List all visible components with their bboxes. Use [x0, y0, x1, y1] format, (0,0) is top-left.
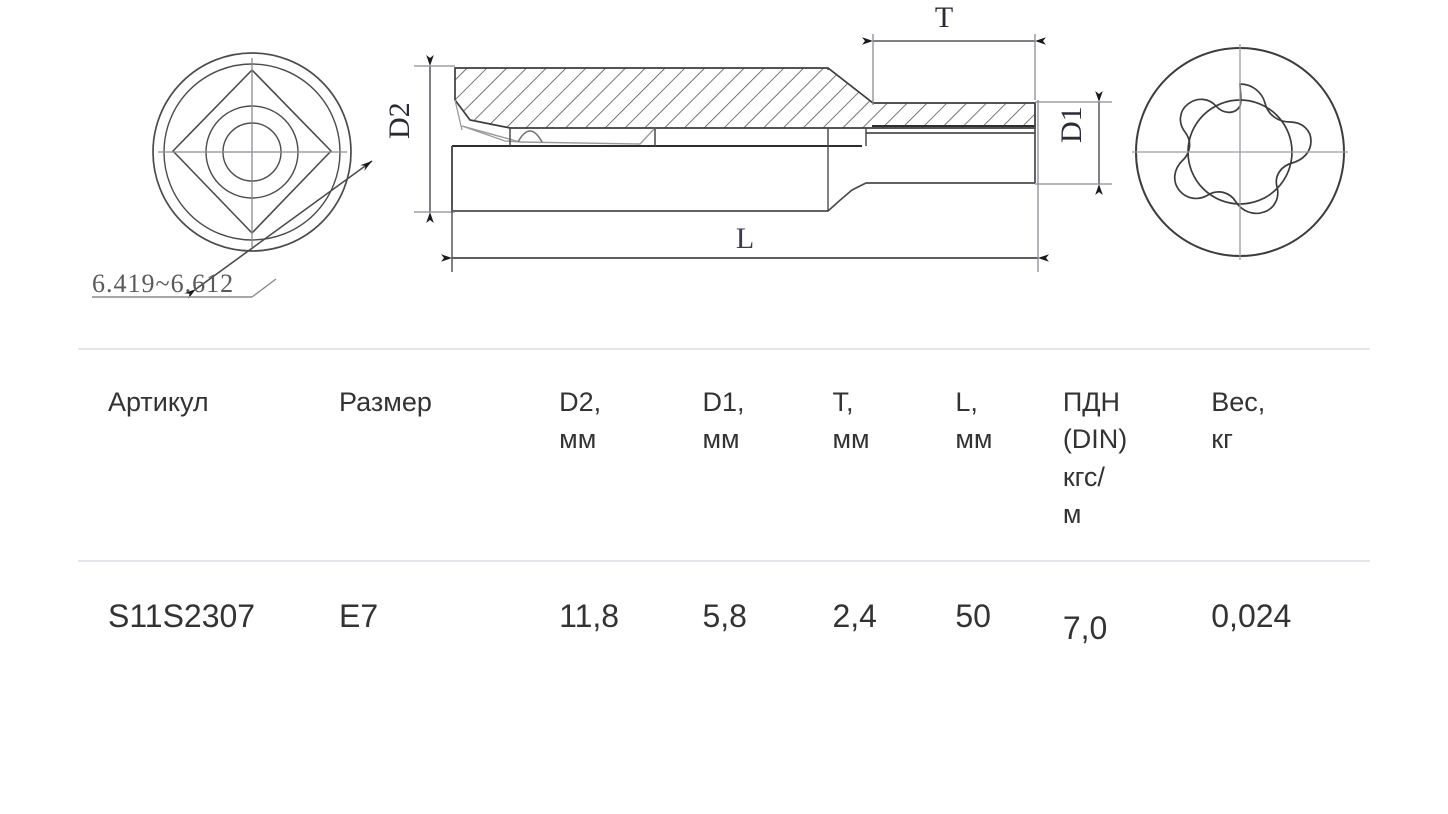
- cell-l: 50: [955, 598, 991, 634]
- d1-label: D1: [1055, 106, 1088, 143]
- square-tolerance-label: 6.419~6.612: [92, 269, 234, 298]
- cell-t: 2,4: [832, 598, 877, 634]
- dimension-d2: D2: [383, 55, 455, 223]
- technical-drawing: 6.419~6.612: [0, 0, 1448, 330]
- cell-pdn: 7,0: [1062, 610, 1108, 646]
- column-header-pdn: ПДН (DIN) кгс/ м: [1062, 348, 1212, 562]
- column-header-size: Размер: [339, 348, 560, 562]
- cell-d1: 5,8: [702, 598, 747, 634]
- dimension-l: L: [441, 100, 1049, 272]
- column-header-d2: D2, мм: [559, 348, 703, 562]
- column-header-article: Артикул: [78, 348, 340, 562]
- section-internal-profile-left: [461, 125, 522, 143]
- dimension-d1: D1: [1035, 91, 1112, 195]
- section-internal-profile-top: [461, 125, 656, 145]
- header-row: Артикул Размер D2, мм D1, мм Т, мм L, мм…: [78, 348, 1370, 562]
- tolerance-underline-kick: [251, 278, 277, 298]
- d2-label: D2: [383, 102, 416, 139]
- cell-article: S11S2307: [108, 598, 256, 634]
- column-header-l: L, мм: [955, 348, 1063, 562]
- section-body-lower-outline: [451, 146, 1035, 212]
- cell-mass: 0,024: [1211, 598, 1292, 634]
- section-chamfer-line: [454, 99, 463, 131]
- section-internal-lobe: [517, 130, 543, 143]
- square-tolerance-callout: 6.419~6.612: [92, 160, 373, 299]
- section-hatched-wall: [454, 67, 1036, 129]
- table-body: S11S2307 E7 11,8 5,8 2,4 50 7,0 0,024: [78, 561, 1370, 681]
- column-header-d1: D1, мм: [702, 348, 833, 562]
- t-label: T: [935, 1, 953, 34]
- table-header: Артикул Размер D2, мм D1, мм Т, мм L, мм…: [78, 348, 1370, 562]
- table-row: S11S2307 E7 11,8 5,8 2,4 50 7,0 0,024: [78, 561, 1370, 681]
- section-view: [451, 67, 1036, 212]
- specification-table: Артикул Размер D2, мм D1, мм Т, мм L, мм…: [78, 348, 1370, 681]
- column-header-mass: Вес, кг: [1211, 348, 1370, 562]
- right-view-torx-profile: [1132, 44, 1348, 260]
- right-view-lobe-profile: [1173, 83, 1312, 215]
- dimension-t: T: [862, 1, 1046, 105]
- cell-d2: 11,8: [559, 598, 620, 634]
- drawing-canvas: 6.419~6.612: [92, 1, 1348, 299]
- left-view-square-drive: [152, 52, 352, 252]
- column-header-t: Т, мм: [832, 348, 956, 562]
- cell-size: E7: [339, 598, 379, 634]
- tolerance-leader-line: [184, 160, 373, 299]
- l-label: L: [736, 222, 754, 255]
